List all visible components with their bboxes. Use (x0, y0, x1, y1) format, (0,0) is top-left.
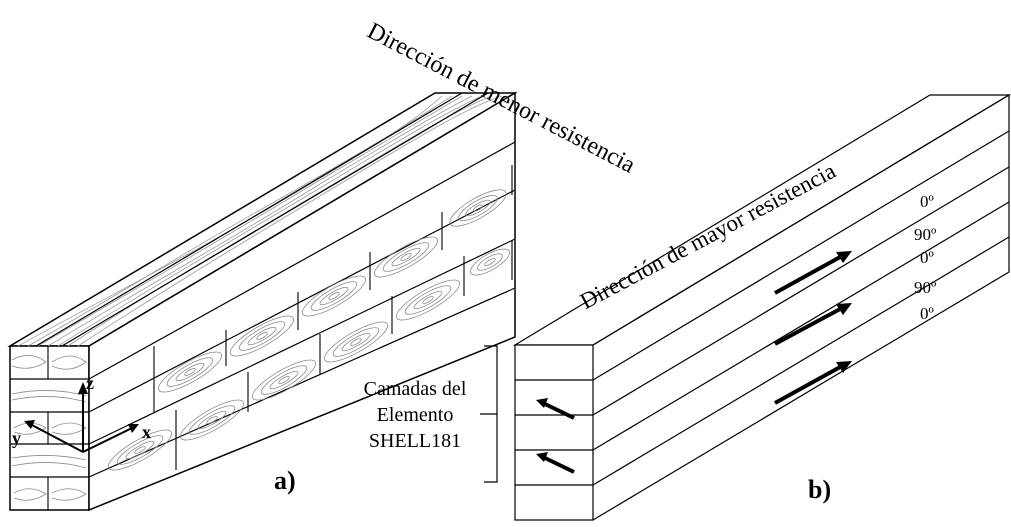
layer-angle-1: 0º (920, 192, 934, 211)
layer-angle-2: 90º (914, 225, 937, 244)
subfigure-b-label: b) (808, 475, 832, 504)
layer-angle-3: 0º (920, 248, 934, 267)
layers-caption-line-3: SHELL181 (368, 430, 462, 452)
layers-bracket (480, 345, 498, 483)
axis-x-label: x (142, 422, 151, 442)
clt-front-face (9, 345, 90, 511)
axis-y-label: y (12, 428, 21, 448)
top-board-lines (35, 92, 489, 347)
fiber-arrows (536, 251, 852, 474)
layer-angle-5: 0º (920, 304, 934, 323)
side-end-grain (108, 189, 510, 471)
side-joints (153, 165, 513, 470)
axis-z-label: z (86, 373, 94, 393)
clt-panel-a (7, 91, 518, 512)
layers-caption-line-1: Camadas del (363, 378, 467, 400)
axes-arrows (24, 382, 139, 453)
shell-model-b (512, 93, 1011, 521)
side-layer-lines (88, 141, 516, 478)
subfigure-a-label: a) (274, 466, 296, 495)
layer-angle-4: 90º (914, 278, 937, 297)
layers-caption-line-2: Elemento (376, 404, 454, 426)
front-end-grain (10, 346, 89, 510)
layers-caption: Camadas del Elemento SHELL181 (350, 376, 480, 454)
shell-front-face (514, 344, 594, 521)
